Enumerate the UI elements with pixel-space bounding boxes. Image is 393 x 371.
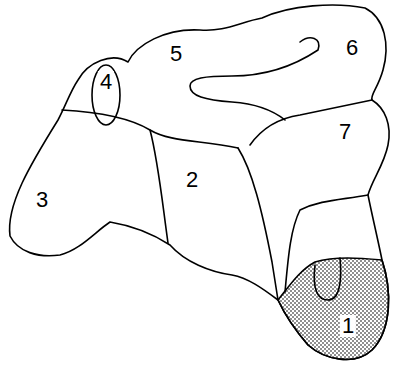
- callout-number: 5: [168, 43, 184, 65]
- sulcus-fold: [314, 258, 340, 300]
- stippled-region: [278, 258, 389, 359]
- region-boundary: [62, 110, 238, 148]
- callout-number: 3: [34, 189, 50, 211]
- region-boundary: [285, 195, 368, 292]
- callout-number: 7: [337, 121, 353, 143]
- region-boundary: [150, 130, 168, 243]
- region-boundary: [250, 100, 372, 145]
- sulcus-fold: [190, 38, 319, 120]
- callout-number: 2: [184, 169, 200, 191]
- region-4-outline: [92, 65, 120, 125]
- brain-outline: [10, 5, 390, 359]
- region-boundary: [238, 148, 278, 300]
- callout-number: 1: [340, 315, 356, 337]
- callout-number: 6: [344, 37, 360, 59]
- callout-number: 4: [98, 71, 114, 93]
